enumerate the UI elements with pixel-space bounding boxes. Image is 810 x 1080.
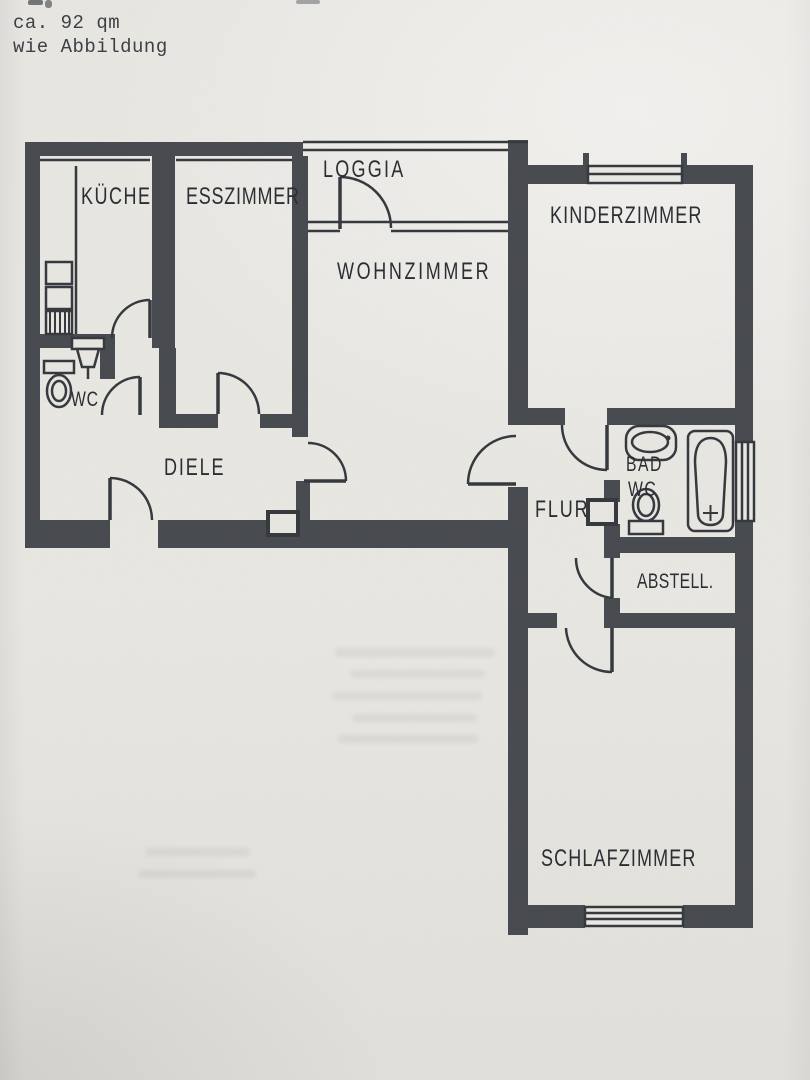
room-label-kinderzimmer: KINDERZIMMER — [550, 202, 703, 229]
room-label-flur: FLUR — [535, 496, 590, 523]
room-label-kueche: KÜCHE — [81, 183, 152, 210]
ink-bleed-through — [335, 648, 495, 657]
ink-bleed-through — [338, 735, 478, 743]
room-label-wc: WC — [71, 388, 99, 411]
room-label-wohnzimmer: WOHNZIMMER — [337, 258, 492, 285]
room-label-diele: DIELE — [164, 454, 226, 481]
room-label-schlafzimmer: SCHLAFZIMMER — [541, 845, 697, 872]
ink-bleed-through — [145, 848, 250, 856]
room-label-bad-wc: WC — [628, 478, 658, 501]
ink-bleed-through — [352, 714, 477, 722]
room-label-bad: BAD — [626, 453, 663, 476]
room-label-loggia: LOGGIA — [323, 156, 406, 183]
ink-bleed-through — [138, 870, 256, 878]
ink-bleed-through — [350, 670, 485, 678]
ink-bleed-through — [332, 692, 482, 700]
room-label-abstellraum: ABSTELL. — [637, 570, 714, 593]
room-label-esszimmer: ESSZIMMER — [186, 183, 300, 210]
